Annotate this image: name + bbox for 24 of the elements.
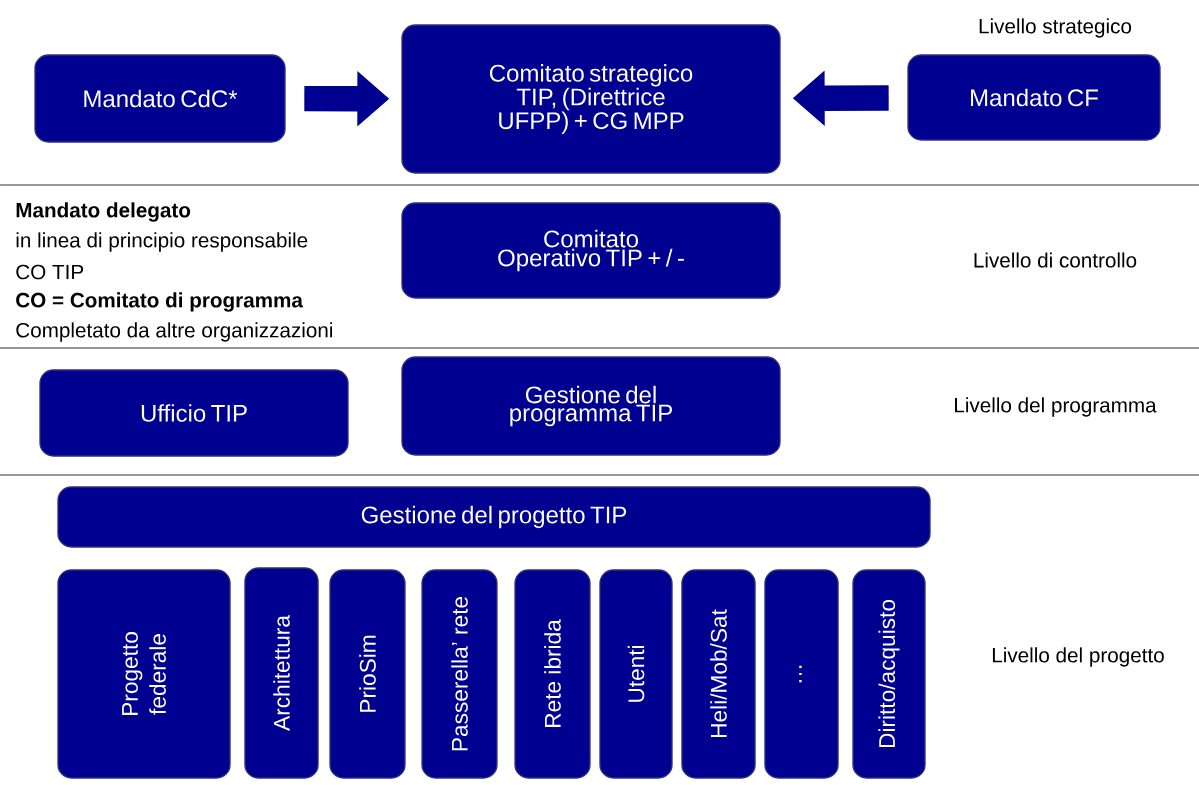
rounded-box: Passerella’ rete xyxy=(421,569,498,779)
level-label: Livello del programma xyxy=(955,397,1157,417)
level-label: Livello di controllo xyxy=(974,252,1137,268)
rounded-box: Mandato CdC* xyxy=(34,54,286,143)
rounded-box: Progetto federale xyxy=(57,569,231,779)
rounded-box: Comitato Operativo TIP + / - xyxy=(401,202,781,299)
note-text: CO TIP xyxy=(16,264,84,280)
rounded-box: Diritto/acquisto xyxy=(852,569,926,779)
note-text: in linea di principio responsabile xyxy=(16,232,308,252)
level-label: Livello del progetto xyxy=(992,647,1164,667)
rounded-box: Rete ibrida xyxy=(514,569,591,779)
rounded-box: Comitato strategico TIP, (Direttrice UFPP) + CG MPP xyxy=(401,24,781,174)
rounded-box: Gestione del progetto TIP xyxy=(57,486,931,548)
rounded-box: Architettura xyxy=(244,567,319,779)
note-text: Completato da altre organizzazioni xyxy=(16,322,333,342)
rounded-box: PrioSim xyxy=(329,569,406,779)
rounded-box: Gestione del programma TIP xyxy=(401,356,781,456)
rounded-box: … xyxy=(764,569,839,779)
rounded-box: Heli/Mob/Sat xyxy=(681,569,756,779)
note-heading: Mandato delegato xyxy=(16,202,191,222)
rounded-box: Mandato CF xyxy=(907,54,1161,141)
rounded-box: Ufficio TIP xyxy=(39,369,349,457)
rounded-box: Utenti xyxy=(599,569,673,779)
note-heading: CO = Comitato di programma xyxy=(16,292,304,312)
